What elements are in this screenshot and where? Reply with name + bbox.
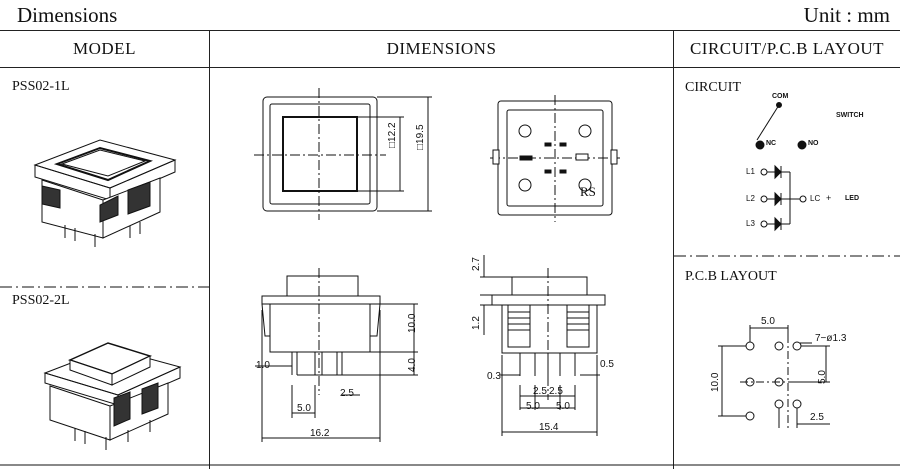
label-plus: + [826,193,832,203]
pcb-layout [718,325,830,430]
pcb-dim-5-0-v: 5.0 [817,370,828,384]
circuit-diagram [755,102,807,232]
dim-1-2: 1.2 [471,316,482,330]
label-switch: SWITCH [836,112,864,119]
circuit-title: CIRCUIT [685,80,741,95]
column-divider [673,31,674,469]
label-nc: NC [766,140,777,147]
dim-5-0b: 5.0 [556,401,570,412]
dim-2-5: 2.5 [340,388,354,399]
dim-2-7: 2.7 [471,257,482,271]
switch-illustration-2l [43,342,182,450]
front-view [254,88,432,220]
label-com: COM [772,93,789,100]
dim-16-2: 16.2 [310,428,330,439]
dim-0-5: 0.5 [600,359,614,370]
dim-1-0: 1.0 [256,360,270,371]
side-view-2 [480,255,606,436]
dim-4-0: 4.0 [407,358,418,372]
dim-15-4: 15.4 [539,422,559,433]
dim-inner-square: □12.2 [387,122,398,148]
column-divider [209,31,210,469]
label-lc: LC [810,194,821,203]
label-l2: L2 [746,194,755,203]
side-view-1 [255,268,418,442]
model-name: PSS02-2L [12,293,70,308]
pcb-hole-spec: 7−ø1.3 [815,333,847,344]
label-no: NO [808,140,819,147]
rs-code: RS [580,184,596,199]
model-name: PSS02-1L [12,79,70,94]
dim-2-5a: 2.5 [533,386,547,397]
pcb-dim-2-5: 2.5 [810,412,824,423]
dim-0-3: 0.3 [487,371,501,382]
pcb-title: P.C.B LAYOUT [685,269,777,284]
label-l3: L3 [746,219,755,228]
back-view [490,95,620,222]
pcb-dim-5-0: 5.0 [761,316,775,327]
label-l1: L1 [746,167,755,176]
title-bar: Dimensions Unit : mm [0,0,900,31]
pcb-dim-10-0: 10.0 [710,372,721,392]
column-header-layout: CIRCUIT/P.C.B LAYOUT [674,31,900,68]
switch-illustration-1l [33,139,177,247]
dim-outer-square: □19.5 [415,124,426,150]
column-header-dimensions: DIMENSIONS [210,31,673,68]
page-title: Dimensions [17,3,118,27]
dim-5-0a: 5.0 [526,401,540,412]
unit-label: Unit : mm [803,3,890,27]
label-led: LED [845,195,859,202]
dim-2-5b: 2.5 [549,386,563,397]
column-header-model: MODEL [0,31,209,68]
dim-5-0: 5.0 [297,403,311,414]
dim-10-0: 10.0 [407,313,418,333]
